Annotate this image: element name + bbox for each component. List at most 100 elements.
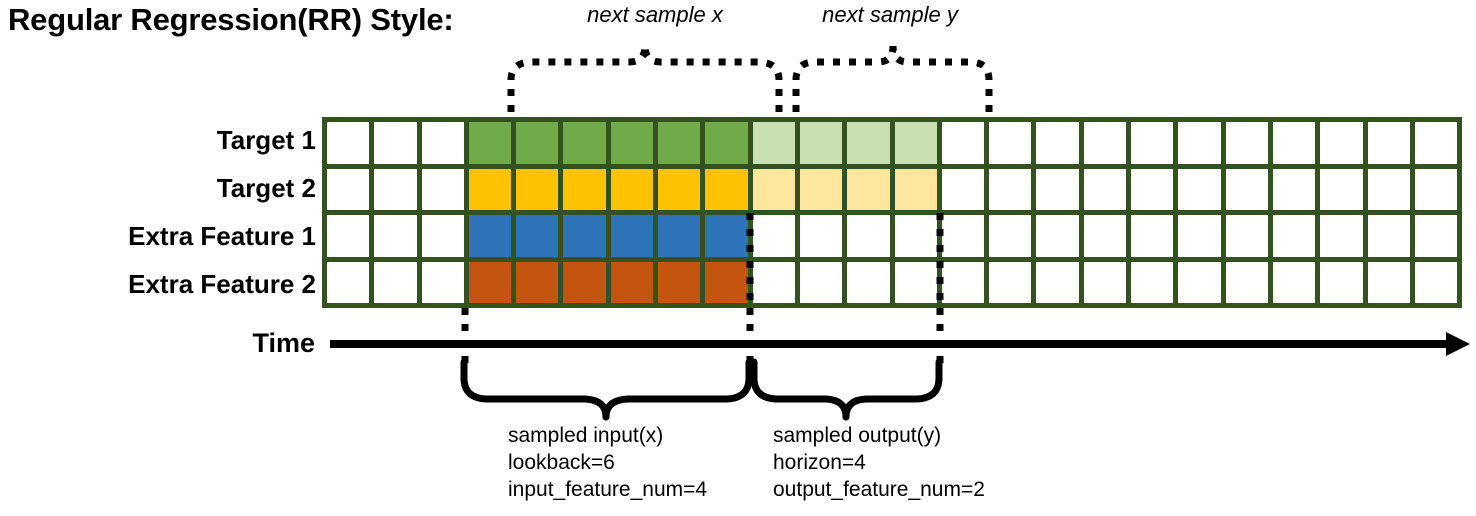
grid-cell [374,215,417,257]
grid-cell [1036,261,1079,303]
grid-cell [989,215,1032,257]
grid-cell [752,122,795,164]
grid-cell [610,215,654,257]
grid-cell [1083,122,1127,164]
sampled-input-title: sampled input(x) [508,424,664,447]
grid-row-target-2 [327,168,1458,210]
grid-cell [1083,215,1127,257]
grid-cell [374,122,417,164]
grid-cell [989,261,1032,303]
grid-cell [752,215,795,257]
grid-cell [894,168,937,210]
grid-cell [658,215,701,257]
grid-cell [1414,261,1458,303]
grid-cell [658,261,701,303]
grid-cell [658,168,701,210]
grid-cell [516,261,559,303]
grid-cell [1036,215,1079,257]
grid-cell [1083,168,1127,210]
grid-cell [847,168,890,210]
grid-cell [1225,215,1268,257]
grid-cell [705,261,748,303]
grid-cell [1367,215,1410,257]
grid-cell [1272,168,1316,210]
grid-cell [1414,122,1458,164]
grid-cell [374,261,417,303]
grid-cell [1036,122,1079,164]
grid-cell [1131,122,1174,164]
grid-cell [327,261,370,303]
grid-cell [327,168,370,210]
grid-cell [941,122,985,164]
row-label-target-1: Target 1 [216,125,316,155]
grid-cell [941,168,985,210]
grid-cell [468,261,512,303]
grid-cell [894,215,937,257]
time-axis-arrow [330,332,1470,356]
grid-cell [468,122,512,164]
grid-cell [1225,261,1268,303]
grid-cell [421,168,464,210]
grid-cell [421,122,464,164]
sampled-output-title: sampled output(y) [773,424,942,447]
sampled-input-feature-num: input_feature_num=4 [508,478,708,501]
grid-cell [752,261,795,303]
grid-row-target-1 [327,122,1458,164]
grid-cell [516,215,559,257]
grid-cell [1178,168,1221,210]
grid-cell [752,168,795,210]
grid-cell [1131,168,1174,210]
grid-cell [705,122,748,164]
grid-cell [705,168,748,210]
grid-cell [1131,215,1174,257]
grid-cell [799,261,843,303]
grid-cell [1367,168,1410,210]
grid-cell [1225,122,1268,164]
grid-row-extra-feature-1 [327,215,1458,257]
grid-cell [894,261,937,303]
grid-cell [705,215,748,257]
grid-cell [1178,122,1221,164]
grid-cell [799,168,843,210]
row-label-extra-feature-2: Extra Feature 2 [128,269,316,299]
row-label-target-2: Target 2 [216,173,316,203]
grid-cell [799,122,843,164]
grid-row-extra-feature-2 [327,261,1458,303]
grid-cell [468,215,512,257]
grid-cell [1225,168,1268,210]
grid-cell [468,168,512,210]
grid-cell [1036,168,1079,210]
grid-cell [327,215,370,257]
grid-cell [1367,122,1410,164]
grid-cell [989,168,1032,210]
timeseries-grid [322,117,1462,308]
grid-cell [847,261,890,303]
grid-cell [941,215,985,257]
grid-cell [610,122,654,164]
next-sample-x-brace [507,45,783,112]
sampled-output-feature-num: output_feature_num=2 [773,478,985,501]
grid-cell [563,168,606,210]
sampled-output-horizon: horizon=4 [773,451,866,474]
next-sample-y-brace [792,45,993,112]
grid-cell [847,122,890,164]
sampled-output-brace [750,358,943,421]
grid-cell [374,168,417,210]
grid-cell [516,122,559,164]
grid-cell [516,168,559,210]
grid-cell [1178,261,1221,303]
grid-cell [658,122,701,164]
page-title: Regular Regression(RR) Style: [8,2,454,37]
grid-cell [563,215,606,257]
grid-cell [1414,215,1458,257]
grid-cell [989,122,1032,164]
grid-cell [327,122,370,164]
grid-cell [421,215,464,257]
grid-cell [1178,215,1221,257]
grid-cell [1320,122,1363,164]
grid-cell [847,215,890,257]
grid-cell [610,261,654,303]
grid-cell [421,261,464,303]
sampled-input-lookback: lookback=6 [508,451,615,474]
grid-cell [563,122,606,164]
